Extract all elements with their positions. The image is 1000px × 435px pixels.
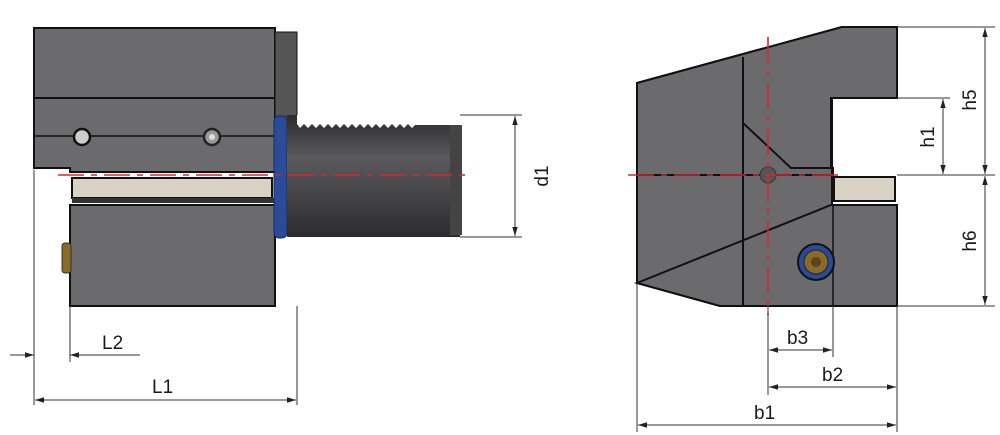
dim-d1-label: d1 xyxy=(532,165,553,186)
lower-block xyxy=(69,204,276,307)
threads xyxy=(297,115,460,128)
dim-h1-label: h1 xyxy=(918,126,939,147)
shaft xyxy=(287,115,460,237)
dim-L2-label: L2 xyxy=(102,333,123,354)
dim-b2-label: b2 xyxy=(822,365,843,386)
dim-h5-label: h5 xyxy=(960,89,981,110)
dim-b1-label: b1 xyxy=(754,403,775,424)
insert-strip xyxy=(71,177,273,199)
upper-block xyxy=(33,27,276,99)
dim-L1-label: L1 xyxy=(152,377,173,398)
right-edge-dark xyxy=(274,31,298,118)
side-view: d1 L2 L1 xyxy=(10,27,553,405)
front-view: h5 h1 h6 b3 b2 b1 xyxy=(628,26,995,432)
dim-h6-label: h6 xyxy=(960,230,981,251)
brass-screw xyxy=(61,242,72,274)
front-insert xyxy=(833,176,896,202)
blue-ring xyxy=(273,115,288,239)
hole-left xyxy=(72,127,92,147)
dim-b3-label: b3 xyxy=(787,328,808,349)
middle-block xyxy=(33,97,276,173)
